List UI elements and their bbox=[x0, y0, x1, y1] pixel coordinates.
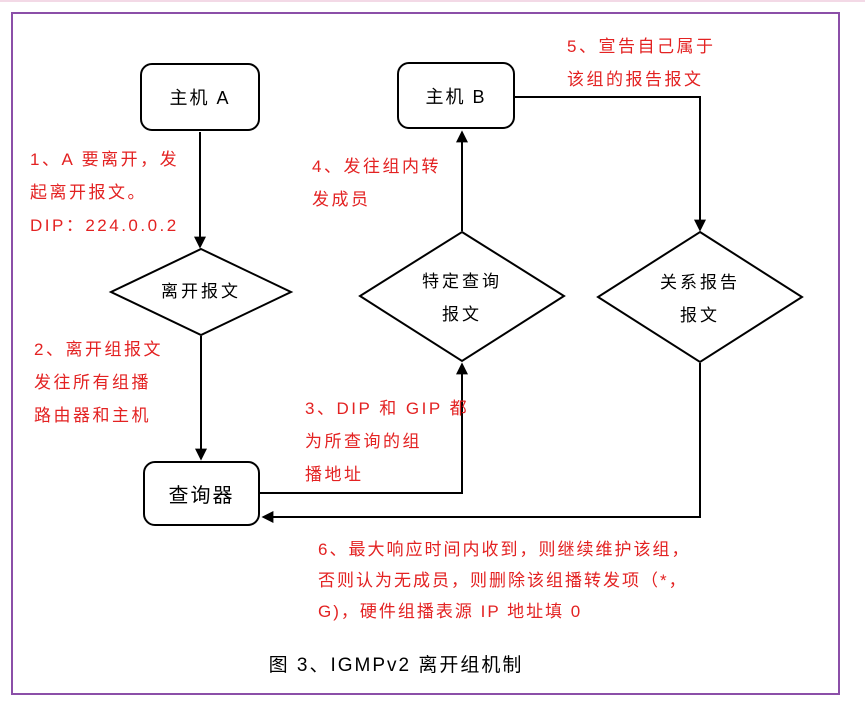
annotation-3-line3: 播地址 bbox=[305, 465, 364, 484]
annotation-5-line2: 该组的报告报文 bbox=[567, 70, 704, 89]
leave-message-diamond bbox=[108, 247, 294, 337]
annotation-3-line2: 为所查询的组 bbox=[305, 432, 422, 451]
specific-query-diamond bbox=[358, 230, 566, 363]
arrow-relation-report-to-querier bbox=[261, 363, 701, 523]
querier-label: 查询器 bbox=[168, 485, 235, 507]
annotation-2-line3: 路由器和主机 bbox=[34, 406, 151, 425]
annotation-5: 5、宣告自己属于 该组的报告报文 bbox=[567, 30, 715, 96]
specific-query-label-line1: 特定查询 bbox=[422, 272, 502, 291]
annotation-2-line2: 发往所有组播 bbox=[34, 373, 151, 392]
annotation-4-line2: 发成员 bbox=[312, 190, 371, 209]
page-border bbox=[11, 12, 840, 695]
annotation-1-line3: DIP：224.0.0.2 bbox=[30, 216, 179, 235]
arrow-querier-to-specific-query bbox=[260, 362, 468, 494]
annotation-3: 3、DIP 和 GIP 都 为所查询的组 播地址 bbox=[305, 392, 469, 491]
annotation-2-line1: 2、离开组报文 bbox=[34, 340, 163, 359]
host-b-node: 主机 B bbox=[397, 62, 515, 129]
arrow-hostb-to-relation-report bbox=[515, 96, 706, 232]
annotation-6: 6、最大响应时间内收到，则继续维护该组， 否则认为无成员，则删除该组播转发项（*… bbox=[318, 534, 690, 627]
annotation-5-line1: 5、宣告自己属于 bbox=[567, 37, 716, 56]
relation-report-label-line1: 关系报告 bbox=[660, 273, 740, 292]
specific-query-label: 特定查询 报文 bbox=[360, 265, 564, 331]
figure-caption: 图 3、IGMPv2 离开组机制 bbox=[268, 655, 524, 676]
annotation-6-line1: 6、最大响应时间内收到，则继续维护该组， bbox=[318, 540, 691, 559]
specific-query-label-line2: 报文 bbox=[442, 305, 482, 324]
annotation-1: 1、A 要离开，发 起离开报文。 DIP：224.0.0.2 bbox=[30, 143, 179, 242]
querier-node: 查询器 bbox=[143, 461, 260, 526]
annotation-4: 4、发往组内转 发成员 bbox=[312, 150, 441, 216]
relation-report-label-line2: 报文 bbox=[680, 306, 720, 325]
annotation-4-line1: 4、发往组内转 bbox=[312, 157, 441, 176]
annotation-6-line2: 否则认为无成员，则删除该组播转发项（*， bbox=[318, 571, 688, 590]
host-a-label: 主机 A bbox=[169, 88, 231, 108]
leave-message-label: 离开报文 bbox=[161, 282, 241, 301]
annotation-3-line1: 3、DIP 和 GIP 都 bbox=[305, 399, 470, 418]
relation-report-diamond bbox=[596, 230, 804, 364]
annotation-2: 2、离开组报文 发往所有组播 路由器和主机 bbox=[34, 333, 163, 432]
annotation-6-line3: G)，硬件组播表源 IP 地址填 0 bbox=[318, 602, 583, 621]
annotation-1-line2: 起离开报文。 bbox=[30, 183, 147, 202]
relation-report-label: 关系报告 报文 bbox=[598, 266, 802, 332]
host-a-node: 主机 A bbox=[140, 63, 260, 131]
annotation-1-line1: 1、A 要离开，发 bbox=[30, 150, 180, 169]
host-b-label: 主机 B bbox=[425, 86, 487, 107]
top-edge-line bbox=[0, 0, 865, 2]
